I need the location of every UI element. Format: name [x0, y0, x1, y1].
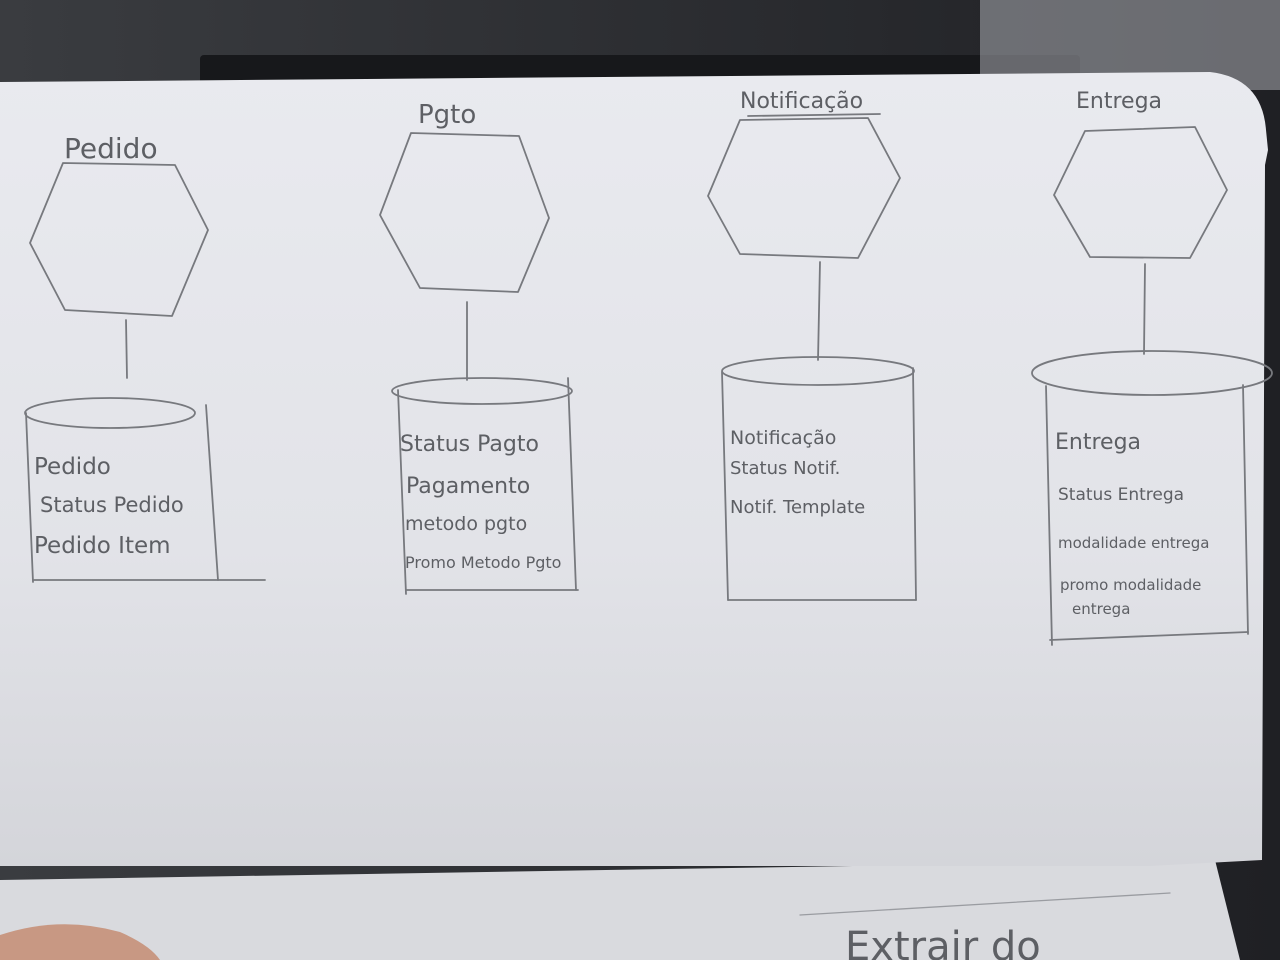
table-item: Status Pagto [400, 432, 539, 457]
paper-sheet [0, 72, 1268, 866]
table-item: Promo Metodo Pgto [405, 553, 561, 572]
table-item: Pedido Item [34, 533, 171, 559]
service-title-notificacao: Notificação [740, 89, 863, 114]
service-pedido: Pedido Pedido Status Pedido Pedido Item [24, 132, 266, 583]
table-item: Entrega [1055, 430, 1141, 455]
service-notificacao: Notificação Notificação Status Notif. No… [707, 89, 917, 601]
table-item: Status Pedido [40, 493, 184, 517]
table-list-pedido: Pedido Status Pedido Pedido Item [34, 454, 184, 559]
service-hexagon-notificacao [707, 117, 901, 259]
table-item: Notificação [730, 427, 836, 449]
table-list-pgto: Status Pagto Pagamento metodo pgto Promo… [400, 432, 561, 572]
database-cylinder-notificacao [721, 356, 917, 601]
table-item: entrega [1072, 600, 1130, 618]
table-item: Status Notif. [730, 458, 840, 479]
table-list-entrega: Entrega Status Entrega modalidade entreg… [1055, 430, 1209, 618]
table-item: Pedido [34, 454, 111, 480]
database-cylinder-entrega [1031, 350, 1273, 646]
service-title-pedido: Pedido [64, 132, 158, 165]
lower-page [0, 860, 1240, 960]
connector-line-notificacao [817, 261, 821, 361]
service-hexagon-pedido [29, 162, 209, 317]
service-hexagon-pgto [379, 132, 550, 293]
service-hexagon-entrega [1053, 126, 1228, 259]
database-cylinder-pedido [24, 397, 266, 583]
service-title-pgto: Pgto [418, 100, 476, 130]
service-entrega: Entrega Entrega Status Entrega modalidad… [1031, 89, 1273, 646]
connector-line-entrega [1143, 263, 1146, 355]
table-item: metodo pgto [405, 513, 527, 535]
table-item: Pagamento [406, 474, 530, 499]
service-title-entrega: Entrega [1076, 89, 1162, 114]
table-item: Status Entrega [1058, 485, 1184, 505]
lower-page-text: Extrair do [845, 924, 1041, 960]
lower-page-line [799, 892, 1171, 916]
connector-line-pedido [125, 319, 128, 379]
table-item: promo modalidade [1060, 576, 1201, 594]
table-item: Notif. Template [730, 497, 865, 518]
thumb [0, 924, 160, 960]
table-item: modalidade entrega [1058, 534, 1209, 552]
table-list-notificacao: Notificação Status Notif. Notif. Templat… [730, 427, 865, 518]
service-pgto: Pgto Status Pagto Pagamento metodo pgto … [379, 100, 579, 595]
database-cylinder-pgto [391, 377, 579, 595]
